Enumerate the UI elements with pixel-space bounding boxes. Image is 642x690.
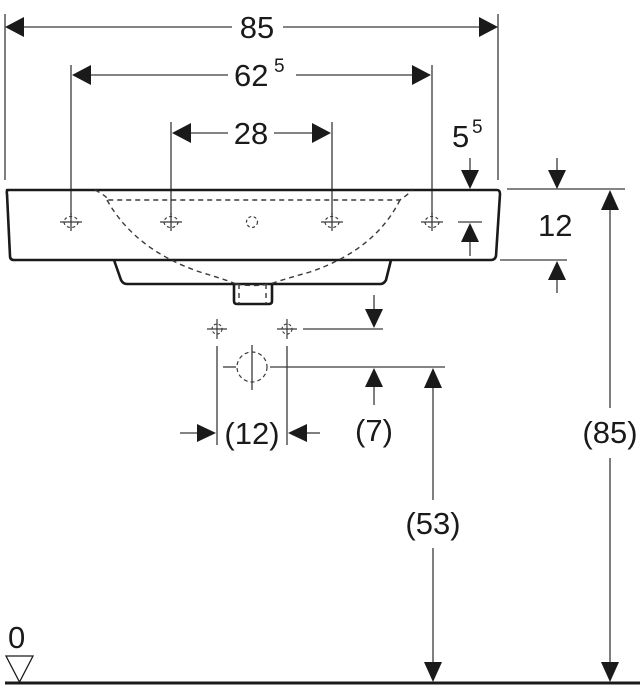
tap-hole-icon [320, 212, 344, 232]
floor-level-marker-icon [4, 655, 35, 684]
tap-holes [59, 212, 444, 232]
dimension-edge-offset: 5 5 [452, 117, 483, 256]
label-supply-spacing: (12) [224, 416, 279, 451]
dimension-outer-tap-holes: 62 5 [70, 56, 433, 215]
tap-hole-icon [420, 212, 444, 232]
label-floor-level: 0 [8, 620, 25, 655]
label-outer-tap-holes-sup: 5 [274, 56, 285, 77]
supply-point-icon [276, 318, 298, 340]
overflow-hole-icon [245, 215, 259, 229]
dimension-supply-to-waste: (7) [355, 295, 393, 448]
dimension-inner-tap-holes: 28 [170, 116, 333, 215]
tap-hole-icon [59, 212, 83, 232]
dimension-waste-height: (53) [405, 368, 461, 682]
label-total-height: (85) [582, 415, 637, 450]
tap-hole-icon [159, 212, 183, 232]
supply-point-icon [206, 318, 228, 340]
label-outer-tap-holes: 62 [234, 58, 268, 93]
label-rim-height: 12 [538, 208, 572, 243]
label-inner-tap-holes: 28 [234, 116, 268, 151]
dimension-supply-spacing: (12) [180, 416, 320, 451]
supply-and-waste [206, 318, 445, 445]
label-waste-height: (53) [405, 506, 460, 541]
dimension-total-height: (85) [582, 190, 638, 682]
label-overall-width: 85 [240, 10, 274, 45]
floor-level: 0 [4, 620, 640, 685]
label-edge-offset: 5 [452, 119, 469, 154]
dimension-overall-width: 85 [4, 10, 499, 180]
label-supply-to-waste: (7) [355, 413, 393, 448]
washbasin-body [5, 188, 502, 306]
label-edge-offset-sup: 5 [472, 117, 483, 138]
dimension-rim-height: 12 [500, 158, 625, 293]
